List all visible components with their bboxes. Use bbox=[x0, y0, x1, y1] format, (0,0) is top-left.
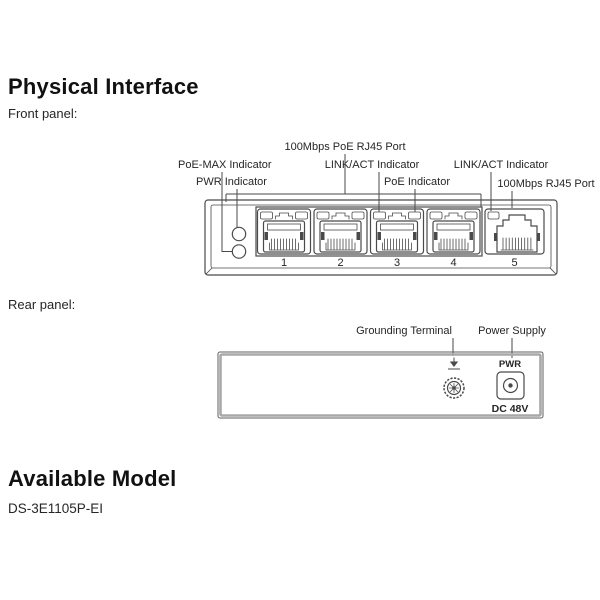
front-panel-diagram: 100Mbps PoE RJ45 Port PoE-MAX Indicator … bbox=[178, 141, 595, 276]
label-grounding-terminal: Grounding Terminal bbox=[356, 325, 452, 337]
front-panel-body bbox=[204, 199, 558, 276]
pwr-jack-label: PWR bbox=[499, 359, 521, 370]
rear-panel-bezel bbox=[219, 353, 542, 417]
front-panel-bezel bbox=[210, 204, 552, 269]
poe-port-3 bbox=[369, 208, 425, 255]
poe-port-2 bbox=[313, 208, 368, 255]
port-number: 1 bbox=[281, 257, 287, 269]
model-number: DS-3E1105P-EI bbox=[8, 501, 104, 516]
grounding-symbol bbox=[448, 357, 460, 370]
label-poe-rj45-port: 100Mbps PoE RJ45 Port bbox=[284, 141, 405, 153]
pwr-led bbox=[231, 226, 247, 242]
label-link-act-indicator-uplink: LINK/ACT Indicator bbox=[454, 159, 549, 171]
front-panel-corner-ticks bbox=[205, 267, 557, 275]
power-jack bbox=[496, 371, 525, 400]
rear-panel-diagram: Grounding Terminal Power Supply PWR DC 4… bbox=[217, 325, 546, 419]
dc-voltage-label: DC 48V bbox=[492, 403, 529, 415]
poe-port-4 bbox=[426, 208, 481, 255]
poe-port-1 bbox=[256, 208, 312, 255]
poe-ports-group bbox=[255, 206, 483, 257]
available-model-title: Available Model bbox=[8, 466, 177, 491]
port-number: 3 bbox=[394, 257, 400, 269]
label-poe-indicator: PoE Indicator bbox=[384, 176, 450, 188]
leader-poe-port-bracket bbox=[225, 154, 482, 207]
uplink-port-5 bbox=[484, 208, 545, 255]
front-panel-caption: Front panel: bbox=[8, 106, 78, 121]
label-100mbps-rj45-port: 100Mbps RJ45 Port bbox=[497, 178, 594, 190]
port-number: 5 bbox=[511, 257, 517, 269]
label-link-act-indicator-poe: LINK/ACT Indicator bbox=[325, 159, 420, 171]
label-power-supply: Power Supply bbox=[478, 325, 546, 337]
grounding-screw bbox=[443, 377, 465, 399]
port-number: 2 bbox=[337, 257, 343, 269]
port-number: 4 bbox=[450, 257, 456, 269]
label-poe-max-indicator: PoE-MAX Indicator bbox=[178, 159, 272, 171]
poe-max-led bbox=[231, 244, 247, 259]
rear-panel-body bbox=[217, 351, 544, 419]
rear-panel-caption: Rear panel: bbox=[8, 297, 76, 312]
label-pwr-indicator: PWR Indicator bbox=[196, 176, 267, 188]
leader-poe-max bbox=[221, 172, 232, 252]
page-title: Physical Interface bbox=[8, 74, 199, 99]
